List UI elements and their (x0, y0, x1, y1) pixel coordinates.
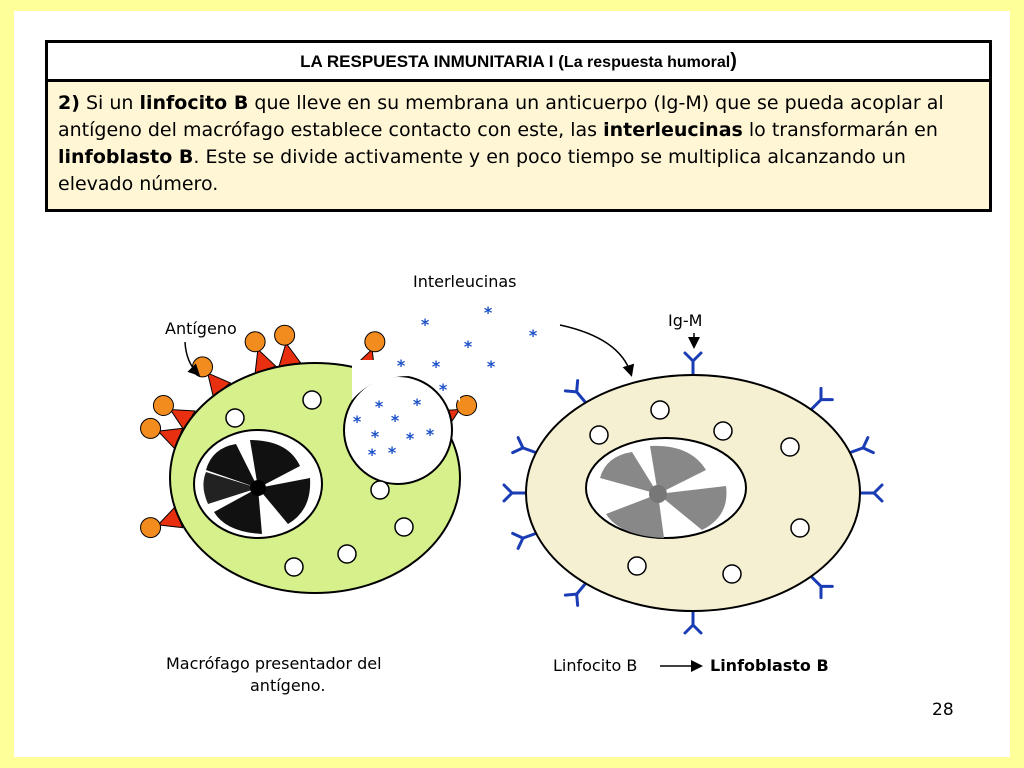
interleukin-star: * (368, 445, 377, 464)
caption-lymphoblast: Linfoblasto B (710, 656, 829, 675)
antibody-stem (577, 583, 586, 594)
interleukin-star: * (397, 356, 406, 375)
interleukin-star: * (432, 357, 441, 376)
antibody-arm (504, 485, 512, 493)
antibody-arm (577, 594, 578, 605)
antibody-arm (863, 448, 873, 453)
interleukin-star: * (421, 315, 430, 334)
interleukin-star: * (391, 411, 400, 430)
label-interleukins: Interleucinas (413, 272, 517, 291)
interleukin-star: * (464, 337, 473, 356)
interleukin-star: * (529, 326, 538, 345)
interleukin-star: * (439, 380, 448, 399)
antibody-stem (811, 576, 821, 586)
antibody-stem (523, 533, 536, 538)
antibody-stem (523, 448, 536, 453)
igm-antibody (685, 353, 701, 375)
igm-antibody (850, 438, 873, 453)
antibody-arm (577, 381, 578, 392)
interleukin-arrow (560, 325, 631, 374)
antibody-arm (513, 448, 523, 453)
caption-macrophage-line1: Macrófago presentador del (166, 654, 382, 673)
interleukin-star: * (426, 425, 435, 444)
antibody-stem (577, 392, 586, 403)
antibody-arm (513, 533, 523, 538)
interleukin-star: * (413, 395, 422, 414)
interleukin-star: * (406, 429, 415, 448)
igm-antibody (860, 485, 882, 501)
antibody-arm (685, 625, 693, 633)
caption-lymphocyte: Linfocito B (553, 656, 637, 675)
antigen-circle (275, 325, 295, 345)
igm-antibody (811, 576, 832, 597)
page-number: 28 (932, 700, 954, 720)
antibody-arm (874, 493, 882, 501)
interleukin-star: * (371, 427, 380, 446)
igm-antibody (565, 381, 585, 403)
antibody-stem (811, 400, 821, 410)
antigen-circle (365, 332, 385, 352)
antibody-arm (685, 353, 693, 361)
interleukin-star: * (487, 357, 496, 376)
antigen-circle (245, 332, 265, 352)
interleukin-star: * (375, 397, 384, 416)
igm-antibody (513, 533, 536, 548)
antibody-arm (518, 538, 523, 548)
label-igm: Ig-M (668, 311, 702, 330)
igm-antibody (811, 388, 832, 409)
antibody-arm (504, 493, 512, 501)
interleukin-star: * (388, 443, 397, 462)
antibody-arm (518, 438, 523, 448)
antigen-circle (141, 418, 161, 438)
caption-macrophage-line2: antígeno. (250, 676, 325, 695)
igm-antibody (565, 583, 585, 605)
interleukin-star: * (484, 303, 493, 322)
antibody-arm (565, 594, 576, 595)
antigen-circle (141, 518, 161, 538)
igm-antibody (504, 485, 526, 501)
antibody-arm (863, 438, 868, 448)
antibody-arm (693, 353, 701, 361)
igm-antibody (685, 611, 701, 633)
antibody-stem (850, 448, 863, 453)
antibody-arm (693, 625, 701, 633)
label-antigen: Antígeno (165, 319, 237, 338)
igm-antibody (513, 438, 536, 453)
antigen-circle (193, 357, 213, 377)
antigen-circle (153, 396, 173, 416)
antibody-arm (565, 391, 576, 392)
interleukin-star: * (353, 412, 362, 431)
b-lymphocyte (504, 353, 882, 633)
antibody-arm (874, 485, 882, 493)
